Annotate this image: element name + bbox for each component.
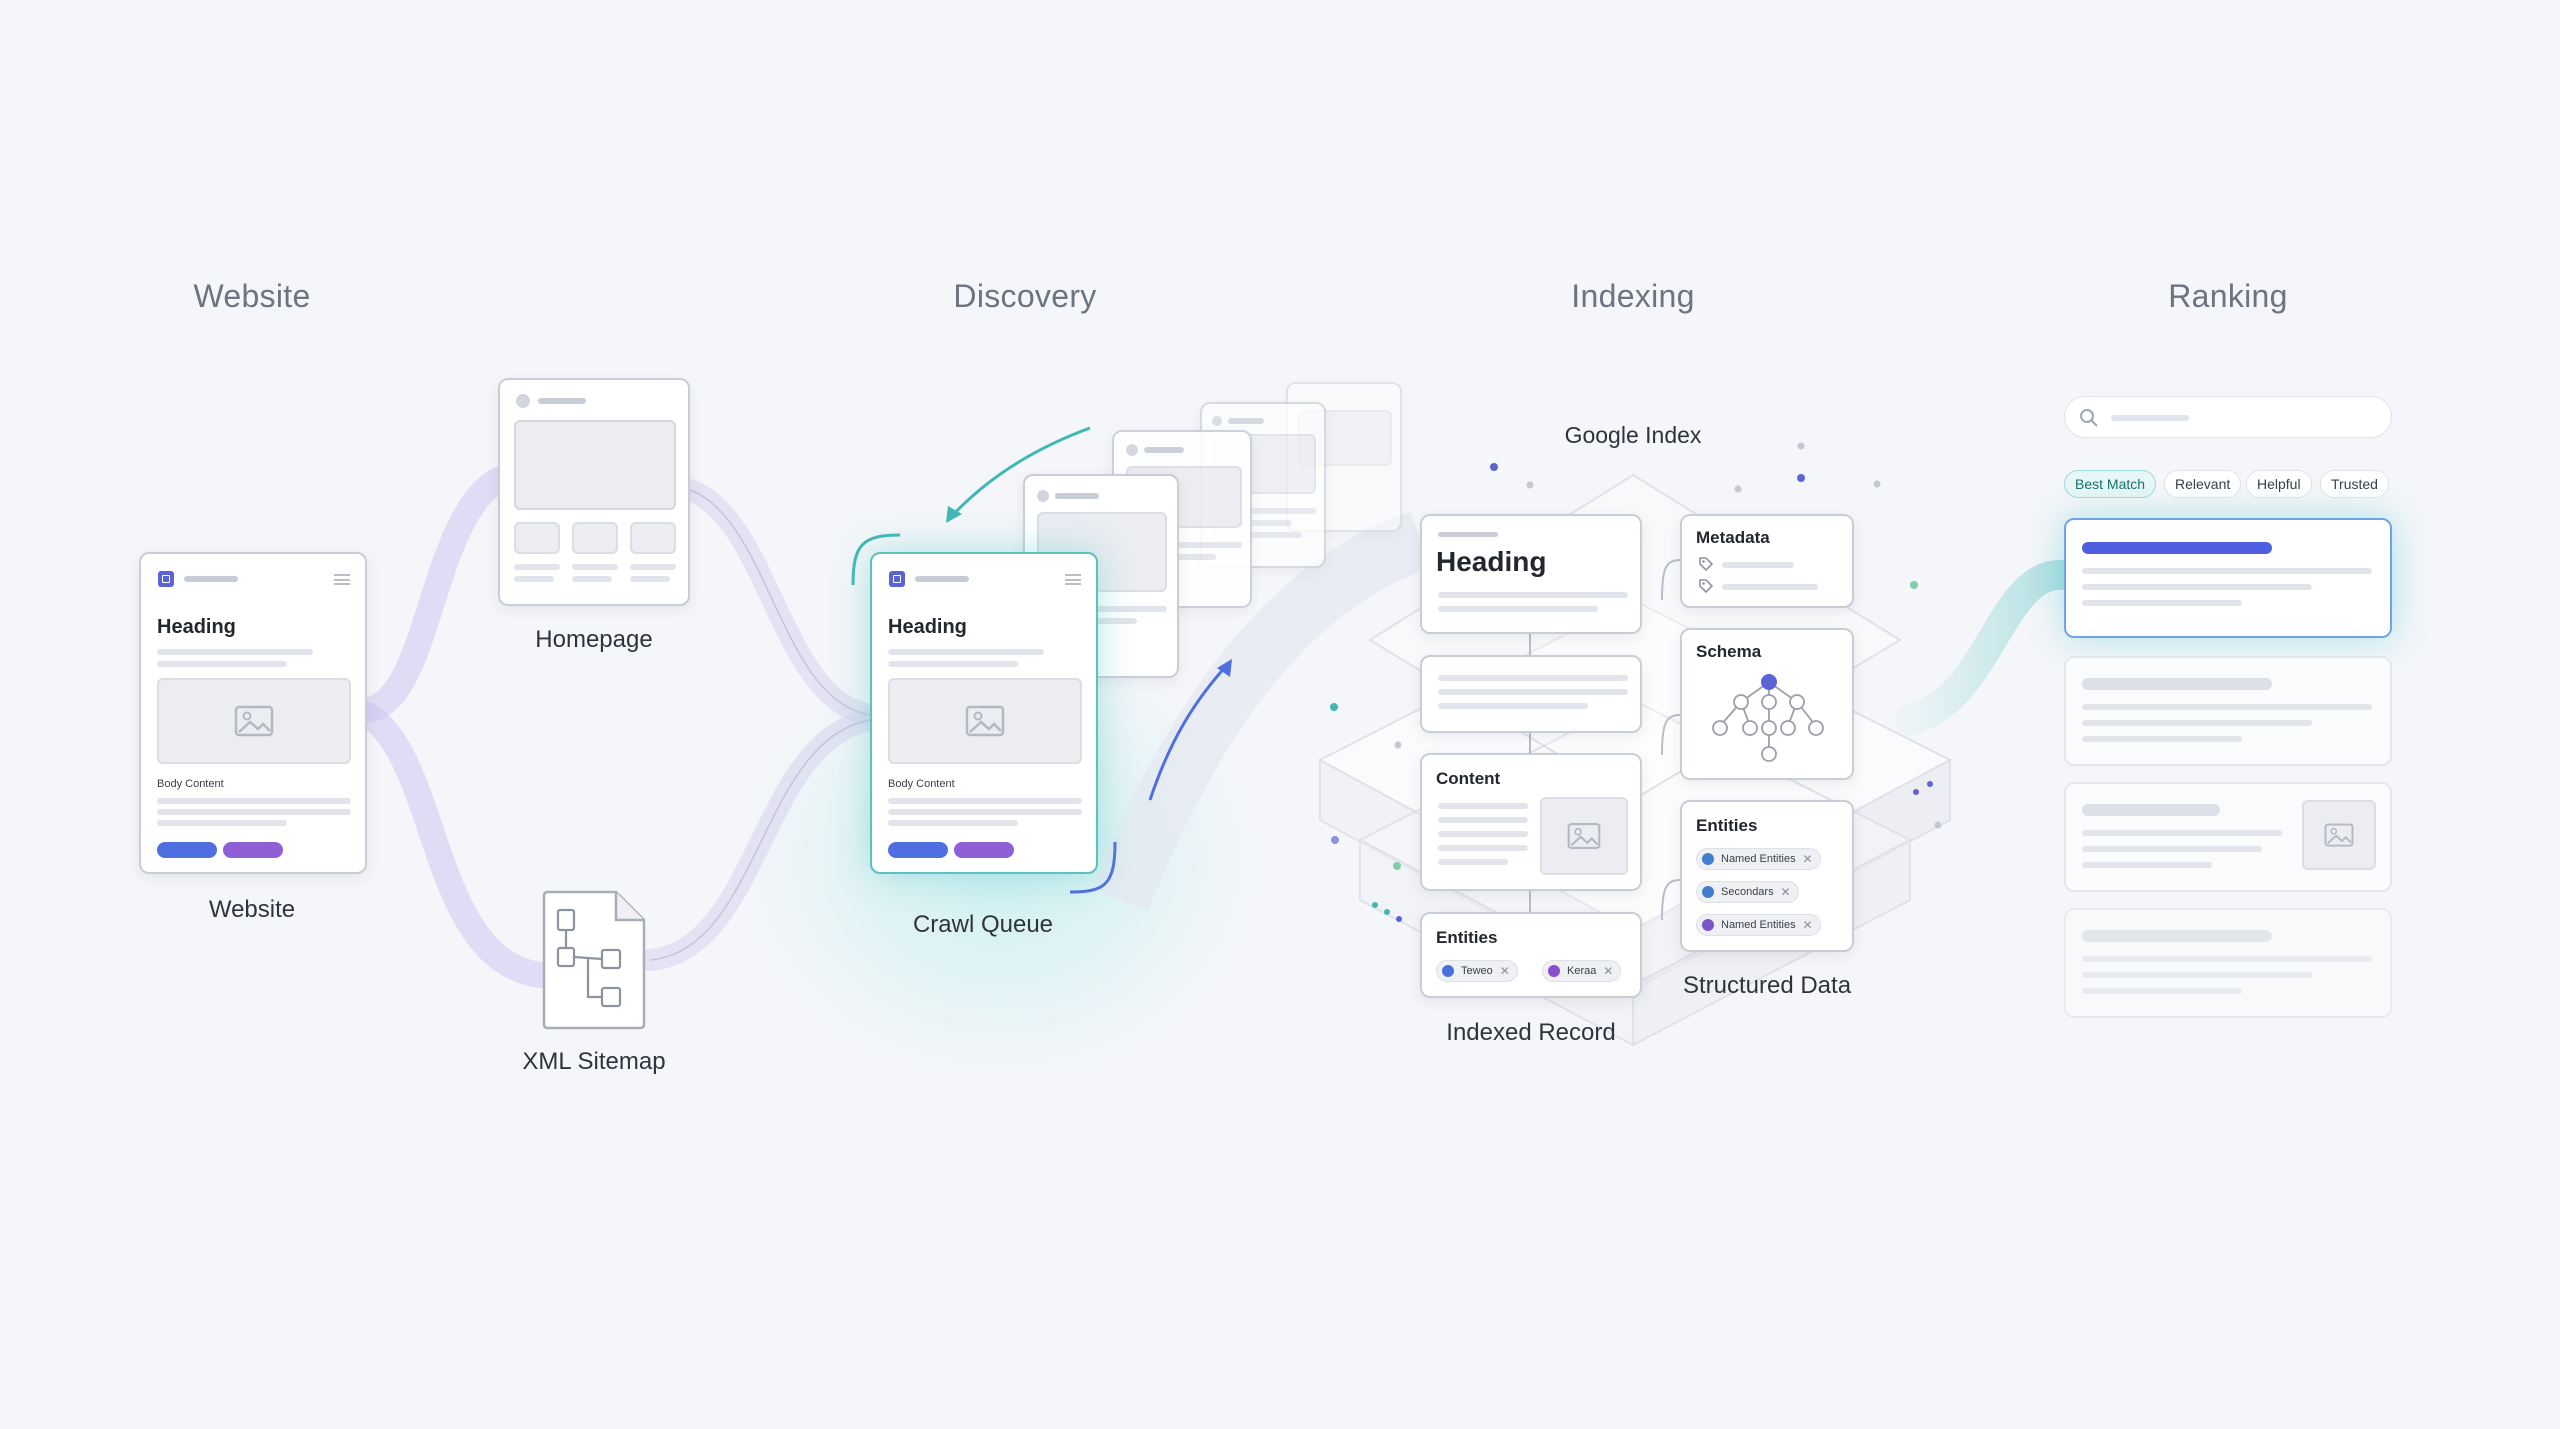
index-heading-box[interactable]: Heading — [1420, 514, 1642, 634]
image-placeholder — [888, 678, 1082, 764]
content-title: Content — [1436, 769, 1501, 788]
remove-icon[interactable]: ✕ — [1802, 852, 1813, 866]
crawl-queue-card[interactable]: Heading Body Content — [870, 552, 1098, 874]
remove-icon[interactable]: ✕ — [1603, 964, 1614, 978]
site-logo-icon — [158, 571, 174, 587]
queue-bracket-left — [851, 533, 901, 586]
structured-data-caption: Structured Data — [1682, 972, 1852, 999]
secondary-pill — [954, 842, 1014, 858]
indexed-heading: Heading — [1436, 546, 1547, 577]
stage-label-indexing: Indexing — [1571, 278, 1695, 314]
schema-tree-icon — [1712, 674, 1824, 762]
metadata-box[interactable]: Metadata — [1680, 514, 1854, 608]
entity-tag-label: Named Entities — [1721, 853, 1796, 865]
record-entities-title: Entities — [1436, 928, 1498, 947]
ribbon-website-sitemap — [355, 702, 553, 988]
ribbon-queue-index — [1092, 511, 1430, 912]
filter-relevant[interactable]: Relevant — [2164, 470, 2242, 498]
website-heading: Heading — [157, 616, 236, 638]
schema-title: Schema — [1696, 642, 1762, 661]
image-icon — [965, 705, 1005, 737]
entity-dot-icon — [1548, 965, 1560, 977]
entity-tag[interactable]: Teweo ✕ — [1436, 960, 1518, 982]
primary-pill — [888, 842, 948, 858]
primary-pill — [157, 842, 217, 858]
sitemap-caption: XML Sitemap — [522, 1048, 666, 1075]
entity-tag-label: Secondars — [1721, 886, 1774, 898]
crawl-queue-caption: Crawl Queue — [912, 911, 1054, 938]
image-placeholder — [157, 678, 351, 764]
entity-tag-label: Named Entities — [1721, 919, 1796, 931]
body-content-label: Body Content — [888, 778, 955, 790]
body-content-label: Body Content — [157, 778, 224, 790]
remove-icon[interactable]: ✕ — [1802, 918, 1813, 932]
image-placeholder — [2302, 800, 2376, 870]
entity-dot-icon — [1702, 919, 1714, 931]
indexed-record-caption: Indexed Record — [1446, 1019, 1616, 1046]
entity-tag[interactable]: Named Entities ✕ — [1696, 914, 1821, 936]
sitemap-file[interactable] — [540, 888, 648, 1030]
entity-dot-icon — [1702, 886, 1714, 898]
homepage-caption: Homepage — [535, 626, 653, 653]
stage-label-website: Website — [193, 278, 311, 314]
index-connectors — [1529, 559, 1681, 921]
image-icon — [234, 705, 274, 737]
website-card[interactable]: Heading Body Content — [139, 552, 367, 874]
menu-icon — [334, 574, 350, 585]
ribbon-index-ranking — [1895, 560, 2079, 735]
entity-tag[interactable]: Named Entities ✕ — [1696, 848, 1821, 870]
index-content-box[interactable]: Content — [1420, 753, 1642, 891]
site-logo-icon — [889, 571, 905, 587]
ranking-search-bar[interactable] — [2064, 396, 2392, 438]
secondary-pill — [223, 842, 283, 858]
structured-entities-box[interactable]: Entities Named Entities ✕ Secondars ✕ Na… — [1680, 800, 1854, 952]
tag-icon — [1699, 579, 1714, 594]
tag-icon — [1699, 557, 1714, 572]
schema-box[interactable]: Schema — [1680, 628, 1854, 780]
ranking-result-1[interactable] — [2064, 518, 2392, 638]
menu-icon — [1065, 574, 1081, 585]
entity-tag[interactable]: Secondars ✕ — [1696, 881, 1799, 903]
index-text-box[interactable] — [1420, 655, 1642, 733]
entity-dot-icon — [1702, 853, 1714, 865]
sitemap-icon — [542, 890, 646, 1030]
entity-dot-icon — [1442, 965, 1454, 977]
stage-label-discovery: Discovery — [953, 278, 1097, 314]
google-index-title: Google Index — [1564, 422, 1702, 448]
filter-trusted[interactable]: Trusted — [2320, 470, 2389, 498]
homepage-card[interactable] — [498, 378, 690, 606]
website-caption: Website — [208, 896, 296, 923]
remove-icon[interactable]: ✕ — [1499, 964, 1510, 978]
queue-heading: Heading — [888, 616, 967, 638]
queue-arrow-in — [948, 426, 1091, 520]
ribbon-homepage-queue — [679, 479, 881, 726]
entity-tag-label: Teweo — [1461, 965, 1493, 977]
metadata-title: Metadata — [1696, 528, 1770, 547]
entity-tag[interactable]: Keraa ✕ — [1542, 960, 1622, 982]
index-entities-box[interactable]: Entities Teweo ✕ Keraa ✕ — [1420, 912, 1642, 998]
ribbon-website-homepage — [355, 467, 511, 723]
image-icon — [1567, 823, 1601, 849]
filter-best-match[interactable]: Best Match — [2064, 470, 2157, 498]
image-icon — [2324, 823, 2354, 847]
filter-helpful[interactable]: Helpful — [2246, 470, 2312, 498]
stage-label-ranking: Ranking — [2168, 278, 2288, 314]
structured-entities-title: Entities — [1696, 816, 1758, 835]
ranking-result-2[interactable] — [2064, 656, 2392, 766]
ranking-result-4[interactable] — [2064, 908, 2392, 1018]
queue-arrow-up — [1148, 662, 1230, 801]
entity-tag-label: Keraa — [1567, 965, 1597, 977]
ranking-result-3[interactable] — [2064, 782, 2392, 892]
image-placeholder — [1540, 797, 1628, 875]
queue-bracket-right — [1069, 841, 1117, 894]
remove-icon[interactable]: ✕ — [1780, 885, 1791, 899]
index-particles — [1330, 442, 1942, 922]
search-icon — [2080, 409, 2098, 427]
